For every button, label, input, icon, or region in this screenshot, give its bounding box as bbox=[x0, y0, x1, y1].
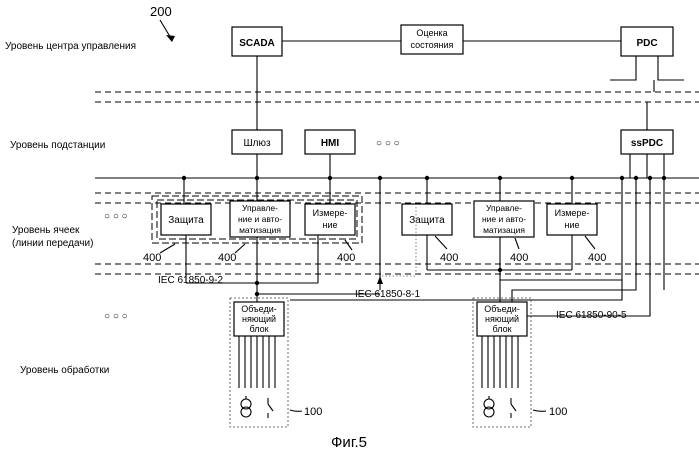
pdc-leg-left bbox=[610, 56, 636, 80]
pdc-leg-right bbox=[658, 56, 684, 80]
iec-61850-8-1-label: IEC 61850-8-1 bbox=[355, 289, 420, 300]
ref-400-leader bbox=[435, 236, 447, 249]
merging-unit-label-b-3: блок bbox=[492, 324, 511, 334]
ref-100-leader-a bbox=[290, 410, 302, 411]
control-label-b-3: матизация bbox=[483, 225, 525, 235]
ref-100-merging-b: 100 bbox=[549, 406, 567, 418]
iec-61850-9-2-label: IEC 61850-9-2 bbox=[158, 275, 223, 286]
ref-400-control-b: 400 bbox=[510, 252, 528, 264]
ref-400-leader bbox=[515, 238, 519, 249]
sspdc-label: ssPDC bbox=[631, 138, 663, 149]
merging-unit-inputs-a bbox=[239, 336, 275, 388]
merging-unit-label-a-1: Объеди- bbox=[241, 304, 277, 314]
ref-400-leader bbox=[235, 244, 245, 253]
state-estimation-label-2: состояния bbox=[411, 40, 454, 50]
scada-label: SCADA bbox=[239, 38, 275, 49]
measure-label-b-1: Измере- bbox=[555, 208, 590, 218]
iec-8-1-arrowhead bbox=[377, 276, 383, 284]
ref-100-leader-b bbox=[533, 410, 546, 411]
circuit-breaker-icon bbox=[268, 398, 273, 418]
pdc-label: PDC bbox=[636, 38, 657, 49]
figure-caption: Фиг.5 bbox=[331, 434, 367, 451]
merging-unit-label-b-1: Объеди- bbox=[484, 304, 520, 314]
state-estimation-label-1: Оценка bbox=[416, 28, 447, 38]
iec-61850-90-5-label: IEC 61850-90-5 bbox=[556, 310, 627, 321]
process-node bbox=[498, 268, 502, 272]
measure-label-a-2: ние bbox=[322, 220, 337, 230]
ref-400-leader bbox=[345, 240, 352, 250]
ref-400-control-a: 400 bbox=[218, 252, 236, 264]
level-label-bay-sub: (линии передачи) bbox=[12, 238, 93, 249]
control-label-b-1: Управле- bbox=[486, 203, 522, 213]
merging-unit-label-a-2: няющий bbox=[242, 314, 276, 324]
level-label-process: Уровень обработки bbox=[20, 364, 109, 376]
merging-unit-label-a-3: блок bbox=[249, 324, 268, 334]
current-transformer-icon bbox=[484, 396, 494, 417]
process-node bbox=[255, 292, 259, 296]
sspdc-link-3 bbox=[524, 178, 650, 316]
gateway-label: Шлюз bbox=[243, 138, 271, 149]
sspdc-link-2 bbox=[512, 178, 636, 302]
current-transformer-icon bbox=[241, 396, 251, 417]
ellipsis-process: ○ ○ ○ bbox=[104, 311, 128, 322]
control-label-a-2: ние и авто- bbox=[238, 214, 282, 224]
level-label-substation: Уровень подстанции bbox=[10, 140, 105, 151]
circuit-breaker-icon bbox=[511, 398, 516, 418]
measure-label-a-1: Измере- bbox=[313, 208, 348, 218]
control-label-a-1: Управле- bbox=[242, 203, 278, 213]
hmi-label: HMI bbox=[321, 138, 340, 149]
protection-label-a: Защита bbox=[168, 215, 204, 226]
ellipsis-substation: ○ ○ ○ bbox=[376, 138, 400, 149]
protection-label-b: Защита bbox=[409, 215, 445, 226]
figure-ref-200: 200 bbox=[150, 4, 172, 19]
ref-400-protection-b: 400 bbox=[440, 252, 458, 264]
ref-100-merging-a: 100 bbox=[304, 406, 322, 418]
level-label-control-center: Уровень центра управления bbox=[5, 41, 136, 52]
ref-400-measure-a: 400 bbox=[337, 252, 355, 264]
ref-400-leader bbox=[585, 236, 595, 249]
merging-unit-inputs-b bbox=[482, 336, 518, 388]
process-node bbox=[255, 281, 259, 285]
ellipsis-bay: ○ ○ ○ bbox=[104, 211, 128, 222]
ref-400-leader bbox=[160, 244, 175, 253]
ref-400-protection-a: 400 bbox=[143, 252, 161, 264]
control-label-a-3: матизация bbox=[239, 225, 281, 235]
figure-ref-arrowhead bbox=[166, 35, 175, 42]
ref-400-measure-b: 400 bbox=[588, 252, 606, 264]
control-label-b-2: ние и авто- bbox=[482, 214, 526, 224]
merging-unit-label-b-2: няющий bbox=[485, 314, 519, 324]
measure-label-b-2: ние bbox=[564, 220, 579, 230]
level-label-bay: Уровень ячеек bbox=[12, 225, 80, 236]
